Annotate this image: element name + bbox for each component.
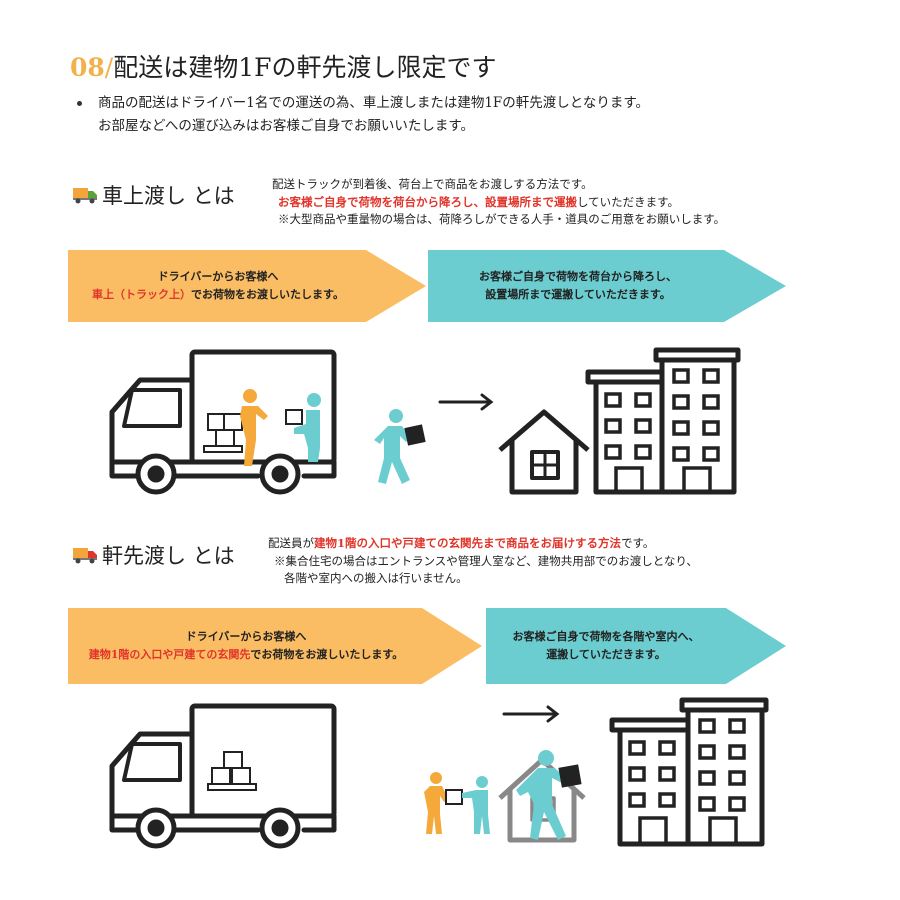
section1-desc-line1: 配送トラックが到着後、荷台上で商品をお渡しする方法です。	[272, 177, 593, 191]
section1-arrow2-line2: 設置場所まで運搬していただきます。	[485, 288, 671, 301]
building-windows-2	[628, 718, 746, 846]
section2-desc-line3: 各階や室内への搬入は行いません。	[284, 571, 468, 585]
bullet-dot	[77, 101, 82, 106]
section2-illustration	[109, 697, 769, 849]
notice-line-2: お部屋などへの運び込みはお客様ご自身でお願いいたします。	[98, 118, 474, 134]
customer-figure-1	[294, 393, 321, 462]
section1-description: 配送トラックが到着後、荷台上で商品をお渡しする方法です。 お客様ご自身で荷物を荷…	[272, 176, 725, 229]
driver-figure-2	[424, 772, 448, 834]
section1-arrow1-red: 車上（トラック上）	[92, 288, 192, 301]
delivery-notice: 商品の配送はドライバー1名での運送の為、車上渡しまたは建物1Fの軒先渡しとなりま…	[77, 92, 650, 138]
section1-desc-line3: ※大型商品や重量物の場合は、荷降ろしができる人手・道具のご用意をお願いします。	[278, 212, 726, 226]
section2-arrow2-line2: 運搬していただきます。	[546, 648, 666, 661]
section2-title-text: 軒先渡し とは	[102, 544, 235, 568]
driver-figure-1	[240, 389, 268, 466]
section2-arrow-driver: ドライバーからお客様へ 建物1階の入口や戸建ての玄関先でお荷物をお渡しいたします…	[68, 608, 484, 684]
carrying-figure-1	[374, 409, 410, 484]
section1-arrow-driver: ドライバーからお客様へ 車上（トラック上）でお荷物をお渡しいたします。	[68, 250, 426, 322]
title-slash: /	[104, 53, 114, 82]
section1-desc-line2: お客様ご自身で荷物を荷台から降ろし、設置場所まで運搬していただきます。	[272, 194, 725, 212]
section2-arrow1-red: 建物1階の入口や戸建ての玄関先	[88, 648, 251, 661]
truck-illustration-1	[109, 349, 337, 495]
truck-icon	[72, 546, 98, 564]
cargo-boxes-1	[203, 413, 243, 453]
section2-title: 軒先渡し とは	[72, 540, 235, 570]
handed-box-1	[285, 409, 303, 425]
section1-arrow1-rest: でお荷物をお渡しいたします。	[191, 288, 344, 301]
section2-arrow1-rest: でお荷物をお渡しいたします。	[250, 648, 404, 661]
section2-desc-line2: ※集合住宅の場合はエントランスや管理人室など、建物共用部でのお渡しとなり、	[274, 553, 698, 568]
section1-desc-rest: していただきます。	[577, 194, 680, 209]
section2-description: 配送員が建物1階の入口や戸建ての玄関先まで商品をお届けする方法です。 ※集合住宅…	[268, 535, 698, 588]
title-text: 配送は建物1Fの軒先渡し限定です	[113, 53, 497, 82]
cargo-boxes-2	[207, 751, 257, 791]
carried-box-2	[558, 764, 582, 788]
section1-title-text: 車上渡し とは	[102, 184, 235, 208]
handed-box-2	[445, 789, 463, 805]
title-number: 08	[70, 53, 105, 82]
section1-arrow1-line1: ドライバーからお客様へ	[157, 270, 279, 283]
building-windows-1	[604, 368, 720, 494]
notice-line-1: 商品の配送はドライバー1名での運送の為、車上渡しまたは建物1Fの軒先渡しとなりま…	[98, 95, 650, 111]
section1-arrow-customer: お客様ご自身で荷物を荷台から降ろし、 設置場所まで運搬していただきます。	[428, 250, 788, 322]
truck-icon	[72, 186, 98, 204]
section2-desc-start: 配送員が	[268, 536, 314, 550]
carrying-figure-2	[516, 750, 568, 840]
direction-arrow-2	[502, 705, 560, 723]
section1-illustration	[109, 347, 741, 495]
section1-title: 車上渡し とは	[72, 180, 235, 210]
section2-arrow2-line1: お客様ご自身で荷物を各階や室内へ、	[512, 630, 700, 643]
section1-arrow2-line1: お客様ご自身で荷物を荷台から降ろし、	[479, 270, 677, 283]
section2-desc-line1: 配送員が建物1階の入口や戸建ての玄関先まで商品をお届けする方法です。	[268, 535, 698, 553]
section2-arrow1-line1: ドライバーからお客様へ	[185, 630, 307, 643]
customer-figure-2	[462, 776, 490, 834]
section1-desc-red: お客様ご自身で荷物を荷台から降ろし、設置場所まで運搬	[278, 194, 577, 209]
truck-illustration-2	[109, 703, 337, 849]
section2-desc-end: です。	[621, 536, 655, 550]
house-illustration-1	[498, 409, 590, 495]
page-title: 08/配送は建物1Fの軒先渡し限定です	[70, 48, 497, 84]
section2-arrow-customer: お客様ご自身で荷物を各階や室内へ、 運搬していただきます。	[486, 608, 788, 684]
section2-desc-red: 建物1階の入口や戸建ての玄関先まで商品をお届けする方法	[314, 536, 621, 550]
carried-box-1	[404, 424, 426, 446]
direction-arrow-1	[438, 393, 494, 411]
